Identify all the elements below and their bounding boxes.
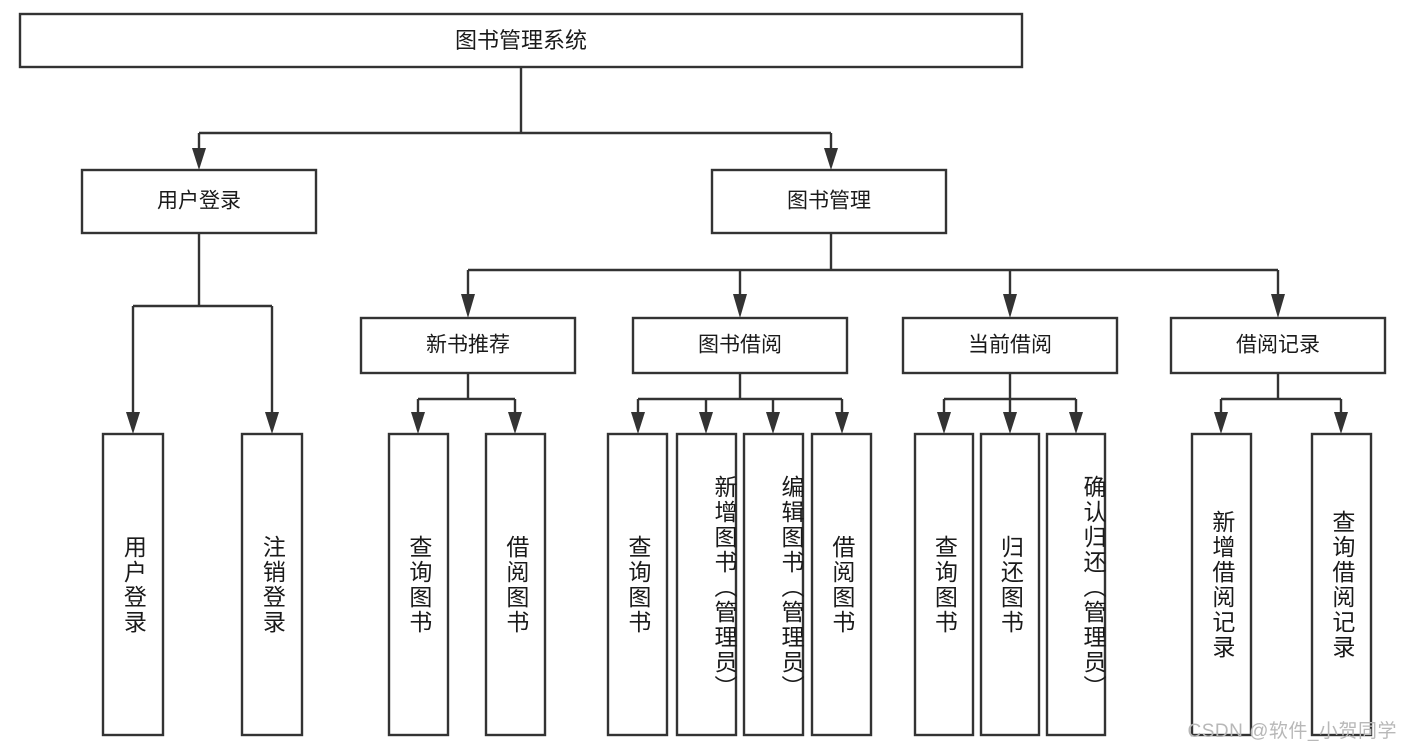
node-book-manage[interactable]: 图书管理 [710,168,948,235]
leaf-box-bookborrow-3[interactable] [742,432,805,737]
csdn-watermark: CSDN @软件_小贺同学 [1187,721,1397,742]
connector-userlogin-to-leaves [126,233,279,434]
leaf-box-currentborrow-2[interactable] [979,432,1041,737]
leaf-box-bookborrow-1[interactable] [606,432,669,737]
connector-currentborrow-to-leaves [937,373,1083,434]
node-user-login-box[interactable] [80,168,318,235]
node-current-borrow[interactable]: 当前借阅 [901,316,1119,375]
node-current-borrow-label: 当前借阅 [968,334,1052,357]
node-user-login-label: 用户登录 [157,190,241,213]
leaf-boxes [101,432,1373,737]
arrow-leaf-c1 [937,412,951,434]
node-root[interactable]: 图书管理系统 [18,12,1024,69]
arrow-leaf-u1 [126,412,140,434]
node-book-borrow-box[interactable] [631,316,849,375]
connector-bookmanage-to-level3 [461,233,1285,318]
connector-newbook-to-leaves [411,373,522,434]
node-new-book-recommend-box[interactable] [359,316,577,375]
arrow-currentborrow [1003,294,1017,318]
arrow-leaf-b4 [835,412,849,434]
leaf-box-currentborrow-3[interactable] [1045,432,1107,737]
node-book-borrow-label: 图书借阅 [698,334,782,357]
leaf-box-user-login-2[interactable] [240,432,304,737]
node-user-login[interactable]: 用户登录 [80,168,318,235]
leaf-box-bookborrow-2[interactable] [675,432,738,737]
node-root-box[interactable] [18,12,1024,69]
leaf-box-borrowrecord-2[interactable] [1310,432,1373,737]
arrow-leaf-b1 [631,412,645,434]
arrow-leaf-b3 [766,412,780,434]
node-borrow-record-label: 借阅记录 [1236,334,1320,357]
connector-bookborrow-to-leaves [631,373,849,434]
node-borrow-record[interactable]: 借阅记录 [1169,316,1387,375]
leaf-box-bookborrow-4[interactable] [810,432,873,737]
node-root-label: 图书管理系统 [455,28,587,53]
node-book-borrow[interactable]: 图书借阅 [631,316,849,375]
arrow-leaf-b2 [699,412,713,434]
leaf-box-newbook-1[interactable] [387,432,450,737]
arrow-leaf-n1 [411,412,425,434]
node-current-borrow-box[interactable] [901,316,1119,375]
connector-borrowrecord-to-leaves [1214,373,1348,434]
arrow-bookborrow [733,294,747,318]
arrow-user-login [192,148,206,170]
node-new-book-recommend[interactable]: 新书推荐 [359,316,577,375]
leaf-box-borrowrecord-1[interactable] [1190,432,1253,737]
arrow-leaf-c3 [1069,412,1083,434]
leaf-box-newbook-2[interactable] [484,432,547,737]
arrow-leaf-u2 [265,412,279,434]
node-book-manage-label: 图书管理 [787,190,871,213]
connector-root-to-level2 [192,67,838,170]
arrow-leaf-r1 [1214,412,1228,434]
node-borrow-record-box[interactable] [1169,316,1387,375]
leaf-box-currentborrow-1[interactable] [913,432,975,737]
node-book-manage-box[interactable] [710,168,948,235]
node-new-book-recommend-label: 新书推荐 [426,334,510,357]
arrow-book-manage [824,148,838,170]
arrow-newbook [461,294,475,318]
arrow-borrowrecord [1271,294,1285,318]
arrow-leaf-c2 [1003,412,1017,434]
arrow-leaf-r2 [1334,412,1348,434]
arrow-leaf-n2 [508,412,522,434]
leaf-box-user-login-1[interactable] [101,432,165,737]
